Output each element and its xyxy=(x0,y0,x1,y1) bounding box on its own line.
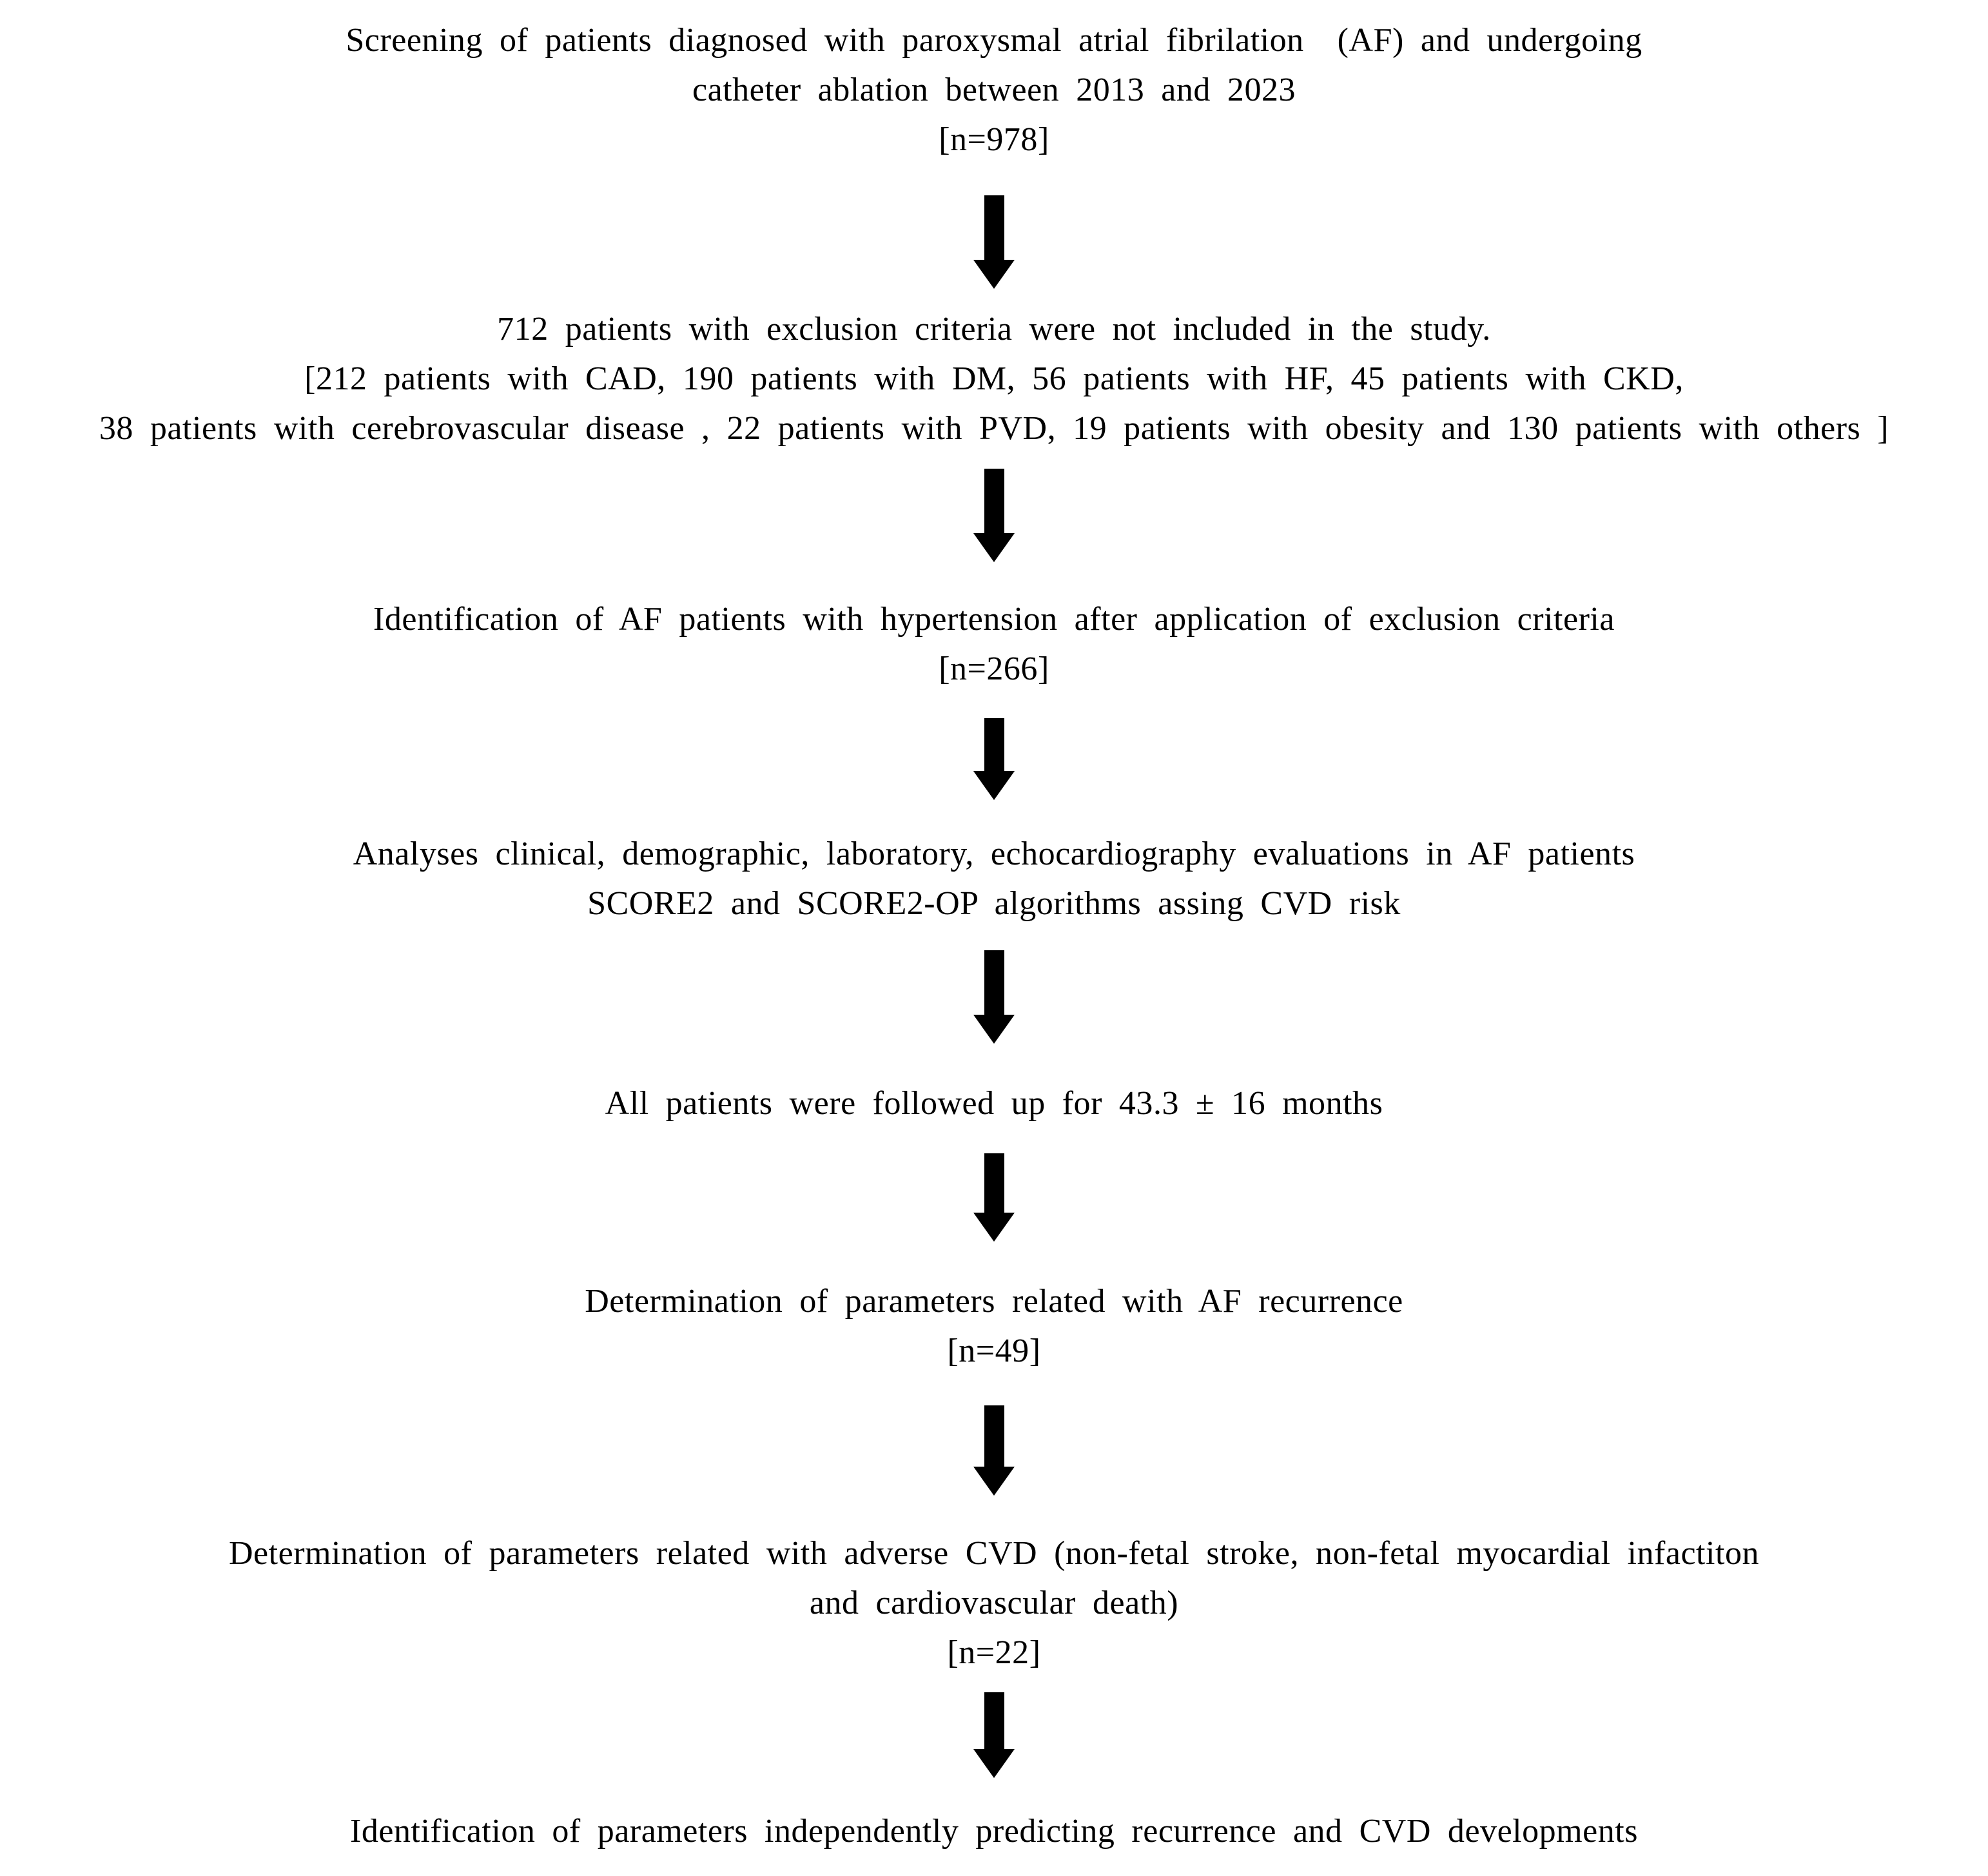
arrow-shaft xyxy=(984,1692,1004,1749)
arrow-head xyxy=(973,1015,1015,1044)
step-exclusion: 712 patients with exclusion criteria wer… xyxy=(0,304,1988,453)
arrow-head xyxy=(973,260,1015,289)
down-arrow-icon xyxy=(973,195,1015,289)
step-adverse-cvd: Determination of parameters related with… xyxy=(0,1529,1988,1677)
step-follow-up: All patients were followed up for 43.3 ±… xyxy=(0,1079,1988,1128)
arrow-head xyxy=(973,1213,1015,1242)
step-analyses-line-1: Analyses clinical, demographic, laborato… xyxy=(353,835,1635,872)
step-adverse-cvd-count: [n=22] xyxy=(947,1634,1041,1671)
arrow-shaft xyxy=(984,195,1004,260)
arrow-head xyxy=(973,1749,1015,1778)
arrow-shaft xyxy=(984,469,1004,533)
step-analyses-line-2: SCORE2 and SCORE2-OP algorithms assing C… xyxy=(587,885,1401,922)
arrow-head xyxy=(973,533,1015,562)
step-identification-line-1: Identification of AF patients with hyper… xyxy=(373,601,1615,638)
step-identification-hypertension: Identification of AF patients with hyper… xyxy=(0,594,1988,694)
step-af-recurrence-line-1: Determination of parameters related with… xyxy=(585,1283,1403,1320)
down-arrow-icon xyxy=(973,1405,1015,1496)
step-screening-line-2: catheter ablation between 2013 and 2023 xyxy=(692,72,1296,108)
arrow-shaft xyxy=(984,718,1004,771)
step-af-recurrence-count: [n=49] xyxy=(947,1333,1041,1369)
step-af-recurrence: Determination of parameters related with… xyxy=(0,1276,1988,1376)
down-arrow-icon xyxy=(973,950,1015,1044)
down-arrow-icon xyxy=(973,1153,1015,1242)
step-follow-up-line-1: All patients were followed up for 43.3 ±… xyxy=(605,1085,1383,1122)
step-adverse-cvd-line-1: Determination of parameters related with… xyxy=(228,1535,1759,1572)
step-screening: Screening of patients diagnosed with par… xyxy=(0,15,1988,164)
step-identification-count: [n=266] xyxy=(939,650,1049,687)
step-adverse-cvd-line-2: and cardiovascular death) xyxy=(809,1585,1179,1621)
down-arrow-icon xyxy=(973,1692,1015,1778)
step-screening-line-1: Screening of patients diagnosed with par… xyxy=(346,22,1642,59)
arrow-head xyxy=(973,1467,1015,1496)
down-arrow-icon xyxy=(973,718,1015,800)
arrow-shaft xyxy=(984,1405,1004,1467)
step-analyses: Analyses clinical, demographic, laborato… xyxy=(0,829,1988,928)
step-screening-count: [n=978] xyxy=(939,121,1049,158)
step-independent-predictors: Identification of parameters independent… xyxy=(0,1806,1988,1856)
arrow-head xyxy=(973,771,1015,800)
arrow-shaft xyxy=(984,950,1004,1015)
step-independent-predictors-line-1: Identification of parameters independent… xyxy=(350,1813,1638,1850)
down-arrow-icon xyxy=(973,469,1015,562)
step-exclusion-line-2: [212 patients with CAD, 190 patients wit… xyxy=(304,360,1684,397)
step-exclusion-line-1: 712 patients with exclusion criteria wer… xyxy=(497,311,1491,347)
arrow-shaft xyxy=(984,1153,1004,1213)
step-exclusion-line-3: 38 patients with cerebrovascular disease… xyxy=(99,410,1889,447)
